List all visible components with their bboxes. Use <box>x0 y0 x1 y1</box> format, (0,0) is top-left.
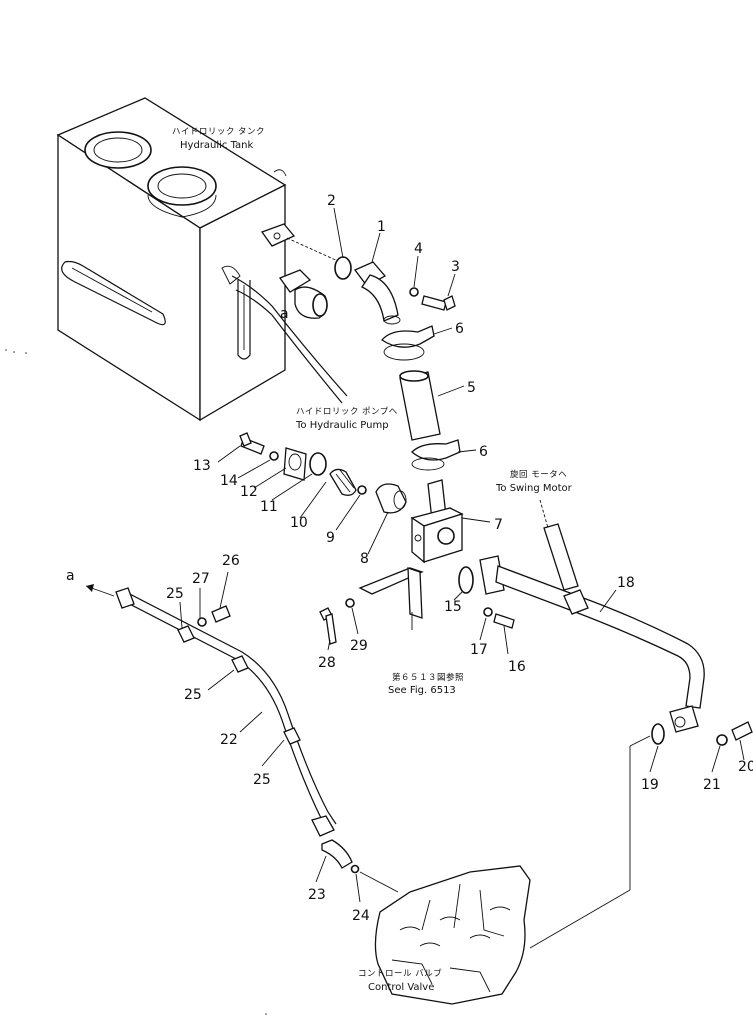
part-number: 2 <box>327 193 336 209</box>
part-number: 13 <box>193 458 211 474</box>
pump-label-en: To Hydraulic Pump <box>295 420 389 431</box>
part-numbers: 2 1 4 3 6 5 6 7 13 14 12 11 10 9 8 15 17… <box>166 193 753 924</box>
part-number: 10 <box>290 515 308 531</box>
hose-and-clamps <box>381 325 461 471</box>
fig-label-jp: 第６５１３図参照 <box>392 672 464 683</box>
part-number: 4 <box>414 241 423 257</box>
o-ring-24 <box>350 864 360 874</box>
part-number: 25 <box>184 687 202 703</box>
part-number: 20 <box>738 759 753 775</box>
part-number: 18 <box>617 575 635 591</box>
part-number: 29 <box>350 638 368 654</box>
flange-parts <box>239 432 407 514</box>
leader-lines <box>179 207 745 903</box>
valve-block-7 <box>410 479 464 564</box>
o-ring-15 <box>458 566 474 594</box>
part-number: 24 <box>352 908 370 924</box>
part-number: 22 <box>220 732 238 748</box>
suction-elbow-assembly <box>286 237 456 325</box>
part-number: 3 <box>451 259 460 275</box>
swing-label-jp: 旋回 モータヘ <box>510 469 567 480</box>
washer-14 <box>269 451 279 461</box>
part-number: 26 <box>222 553 240 569</box>
part-number: 9 <box>326 530 335 546</box>
ref-a-tank: a <box>280 306 289 322</box>
o-ring-11 <box>309 452 327 476</box>
part-number: 5 <box>467 380 476 396</box>
part-number: 6 <box>455 321 464 337</box>
part-number: 16 <box>508 659 526 675</box>
part-number: 1 <box>377 219 386 235</box>
part-number: 12 <box>240 484 258 500</box>
valve-label-jp: コントロール バルブ <box>358 968 442 979</box>
part-number: 19 <box>641 777 659 793</box>
part-number: 14 <box>220 473 238 489</box>
swing-label-en: To Swing Motor <box>495 483 573 494</box>
part-number: 6 <box>479 444 488 460</box>
o-ring-19 <box>651 723 665 745</box>
ref-a-hose: a <box>66 568 75 584</box>
part-number: 25 <box>166 586 184 602</box>
part-number: 17 <box>470 642 488 658</box>
valve-label-en: Control Valve <box>368 982 434 993</box>
part-number: 23 <box>308 887 326 903</box>
part-number: 25 <box>253 772 271 788</box>
part-number: 21 <box>703 777 721 793</box>
control-valve <box>374 735 651 1005</box>
fig-label-en: See Fig. 6513 <box>388 685 456 696</box>
hose-22 <box>85 584 337 837</box>
pipe-18 <box>458 499 753 746</box>
bracket <box>319 567 424 645</box>
part-number: 27 <box>192 571 210 587</box>
washer-21 <box>716 734 728 746</box>
part-number: 15 <box>444 599 462 615</box>
pump-label-jp: ハイドロリック ポンプヘ <box>296 407 398 417</box>
washer-4 <box>409 287 419 297</box>
scan-marks <box>5 349 267 1015</box>
part-number: 28 <box>318 655 336 671</box>
tank-label-jp: ハイドロリック タンク <box>172 127 265 137</box>
part-number: 11 <box>260 499 278 515</box>
hydraulic-tank <box>56 97 348 422</box>
part-number: 7 <box>494 517 503 533</box>
part-number: 8 <box>360 551 369 567</box>
tank-label-en: Hydraulic Tank <box>180 140 254 151</box>
o-ring-9 <box>357 485 367 495</box>
o-ring-2 <box>334 256 352 280</box>
elbow-23 <box>321 839 399 893</box>
